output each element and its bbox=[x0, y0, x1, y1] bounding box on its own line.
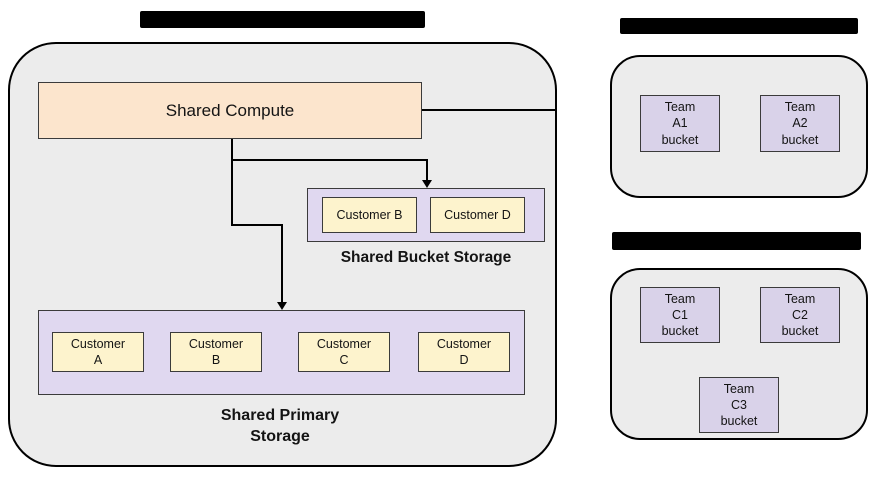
arrowhead-bucket-storage bbox=[422, 180, 432, 188]
team-a2-bucket-label: Team A2 bucket bbox=[781, 100, 819, 147]
team-a2-bucket-box: Team A2 bucket bbox=[760, 95, 840, 152]
arrowhead-primary-storage bbox=[277, 302, 287, 310]
team-c1-bucket-box: Team C1 bucket bbox=[640, 287, 720, 343]
connector-compute-to-right bbox=[422, 109, 557, 111]
customer-d-primary-box: Customer D bbox=[418, 332, 510, 372]
customer-b-bucket-label: Customer B bbox=[336, 208, 403, 222]
team-c1-bucket-label: Team C1 bucket bbox=[661, 291, 699, 339]
connector-down-primary bbox=[281, 224, 283, 303]
shared-compute-box: Shared Compute bbox=[38, 82, 422, 139]
customer-d-bucket-box: Customer D bbox=[430, 197, 525, 233]
team-a1-bucket-box: Team A1 bucket bbox=[640, 95, 720, 152]
customer-b-primary-label: Customer B bbox=[188, 336, 244, 367]
customer-a-primary-label: Customer A bbox=[70, 336, 126, 367]
team-c2-bucket-box: Team C2 bucket bbox=[760, 287, 840, 343]
redacted-title-group-a bbox=[620, 18, 858, 34]
shared-compute-label: Shared Compute bbox=[165, 100, 295, 120]
team-c3-bucket-box: Team C3 bucket bbox=[699, 377, 779, 433]
redacted-title-group-c bbox=[612, 232, 861, 250]
customer-a-primary-box: Customer A bbox=[52, 332, 144, 372]
team-c2-bucket-label: Team C2 bucket bbox=[781, 291, 819, 339]
connector-branch-bucket bbox=[231, 159, 427, 161]
shared-primary-storage-label: Shared Primary Storage bbox=[220, 407, 340, 445]
customer-c-primary-box: Customer C bbox=[298, 332, 390, 372]
shared-bucket-storage-label: Shared Bucket Storage bbox=[340, 249, 512, 266]
redacted-title-main bbox=[140, 11, 425, 28]
customer-b-bucket-box: Customer B bbox=[322, 197, 417, 233]
customer-d-bucket-label: Customer D bbox=[444, 208, 511, 222]
team-c3-bucket-label: Team C3 bucket bbox=[720, 381, 758, 429]
team-a1-bucket-label: Team A1 bucket bbox=[661, 100, 699, 147]
customer-c-primary-label: Customer C bbox=[316, 336, 372, 367]
connector-branch-primary bbox=[231, 224, 282, 226]
connector-down-bucket bbox=[426, 159, 428, 181]
customer-b-primary-box: Customer B bbox=[170, 332, 262, 372]
connector-compute-drop bbox=[231, 139, 233, 226]
customer-d-primary-label: Customer D bbox=[436, 336, 492, 367]
